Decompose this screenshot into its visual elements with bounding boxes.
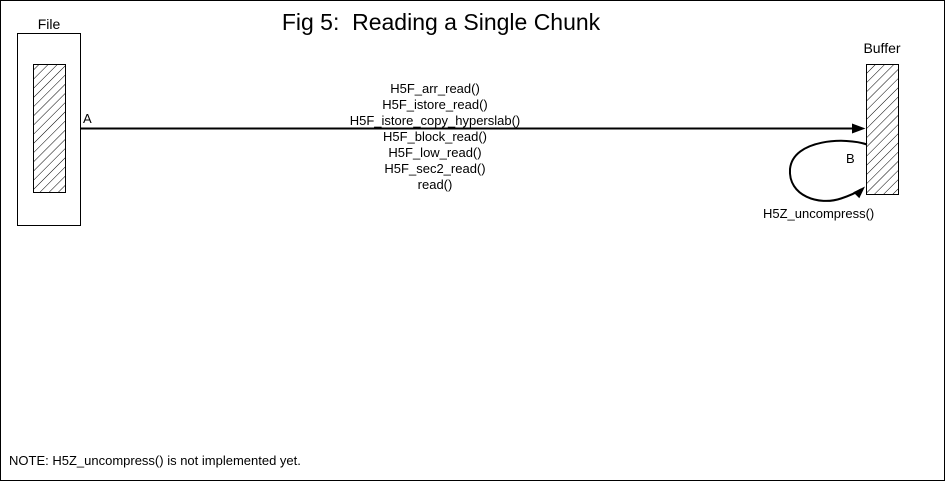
call-stack-line: H5F_block_read() [382,129,488,144]
arrow-b-label: B [846,151,855,166]
call-stack-line: H5F_sec2_read() [384,161,486,176]
uncompress-label: H5Z_uncompress() [763,206,875,221]
buffer-box-hatch [866,64,899,195]
arrow-a-label: A [83,111,92,126]
call-stack-line: read() [417,177,453,192]
file-chunk-hatch [33,64,66,193]
call-stack-line: H5F_low_read() [388,145,482,160]
figure-title: Fig 5: Reading a Single Chunk [281,9,601,35]
arrow-a-head [852,123,866,134]
call-stack-line: H5F_istore_read() [382,97,488,112]
footnote: NOTE: H5Z_uncompress() is not implemente… [9,453,301,468]
buffer-label: Buffer [863,40,901,56]
call-stack: H5F_arr_read() H5F_istore_read() H5F_ist… [350,81,521,193]
call-stack-line: H5F_arr_read() [390,81,480,96]
call-stack-line: H5F_istore_copy_hyperslab() [349,113,521,128]
loop-b-curve [788,139,868,202]
file-label: File [37,16,61,32]
loop-b-head [853,186,865,199]
